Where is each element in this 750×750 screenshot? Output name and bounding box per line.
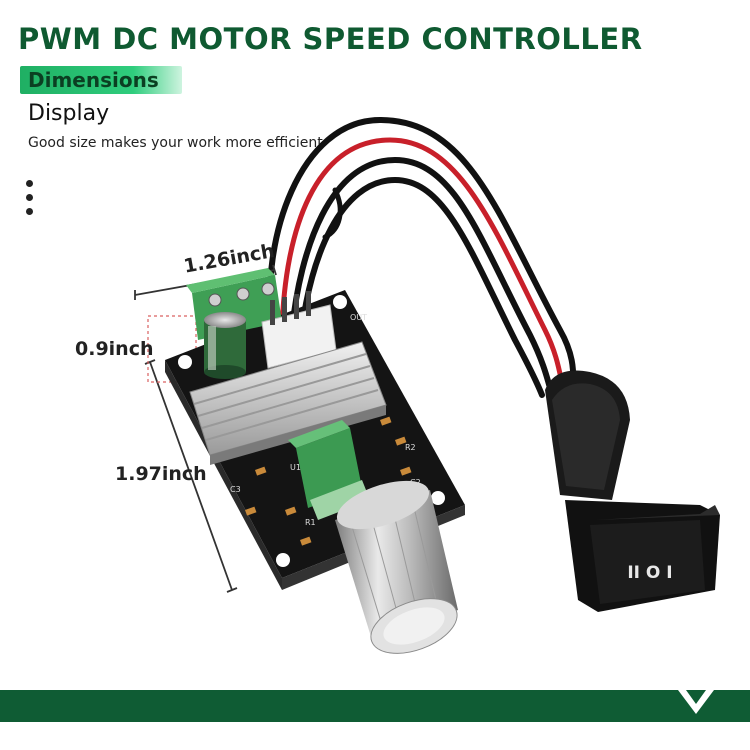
dimensions-badge: Dimensions <box>20 66 182 94</box>
more-options-icon[interactable] <box>26 180 34 222</box>
svg-text:C3: C3 <box>230 485 241 494</box>
section-subtitle: Display <box>28 101 110 126</box>
footer-bar <box>0 690 750 722</box>
tagline: Good size makes your work more efficient <box>28 135 323 151</box>
svg-text:R2: R2 <box>405 443 416 452</box>
capacitor <box>204 312 246 379</box>
svg-text:R1: R1 <box>305 518 316 527</box>
svg-text:OUT: OUT <box>350 313 367 322</box>
rocker-switch <box>545 370 720 612</box>
switch-symbols: II O I <box>627 563 672 583</box>
chevron-down-icon[interactable] <box>676 688 716 718</box>
dimensions-badge-label: Dimensions <box>28 68 159 92</box>
wire-bundle <box>266 116 578 398</box>
knob <box>335 480 458 654</box>
potentiometer <box>288 420 370 520</box>
svg-text:U1: U1 <box>290 463 301 472</box>
height-measurement: 0.9inch <box>75 338 154 360</box>
length-measurement: 1.97inch <box>115 463 207 485</box>
page-title: PWM DC MOTOR SPEED CONTROLLER <box>18 22 643 56</box>
